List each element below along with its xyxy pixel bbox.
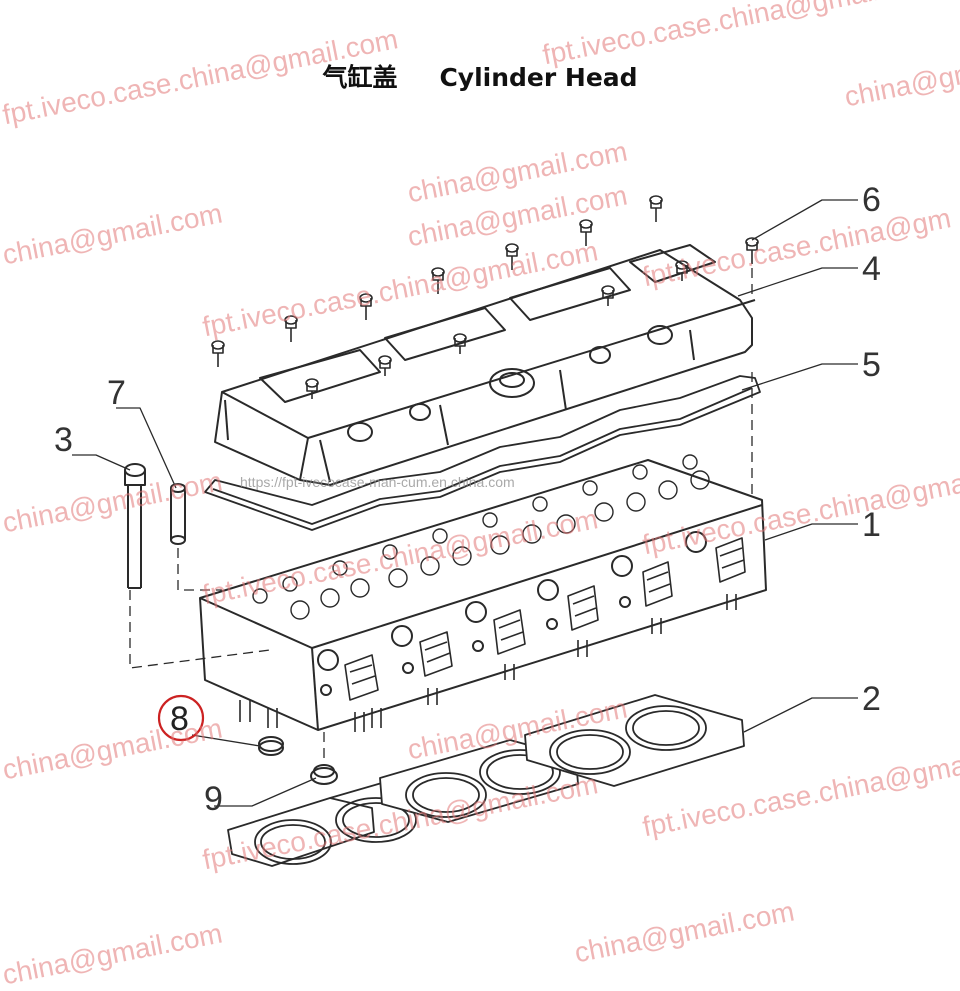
callout-6: 6 bbox=[862, 181, 881, 219]
callout-9: 9 bbox=[204, 780, 223, 818]
callout-2: 2 bbox=[862, 680, 881, 718]
valve-cover bbox=[214, 244, 756, 486]
diagram-title: 气缸盖 Cylinder Head bbox=[0, 58, 960, 94]
cylinder-head-exploded-diagram bbox=[72, 195, 858, 867]
dowel-sleeve bbox=[170, 483, 186, 545]
core-plug-8 bbox=[258, 736, 284, 756]
head-gasket-1 bbox=[524, 694, 745, 787]
callout-1: 1 bbox=[862, 506, 881, 544]
callout-4: 4 bbox=[862, 250, 881, 288]
core-plug-9 bbox=[310, 764, 338, 785]
head-bolt bbox=[124, 463, 146, 589]
callout-5: 5 bbox=[862, 346, 881, 384]
valve-cover-gasket bbox=[204, 375, 761, 531]
callout-7: 7 bbox=[107, 374, 126, 412]
callout-3: 3 bbox=[54, 421, 73, 459]
title-english: Cylinder Head bbox=[439, 63, 638, 92]
valve-cover-bolts bbox=[211, 195, 759, 399]
overlay-url: https://fpt-ivecocase-man-cum.en.china.c… bbox=[240, 474, 515, 490]
callout-8: 8 bbox=[170, 700, 189, 738]
head-gasket-3 bbox=[227, 771, 459, 867]
title-chinese: 气缸盖 bbox=[322, 63, 398, 92]
cylinder-head bbox=[199, 454, 767, 732]
